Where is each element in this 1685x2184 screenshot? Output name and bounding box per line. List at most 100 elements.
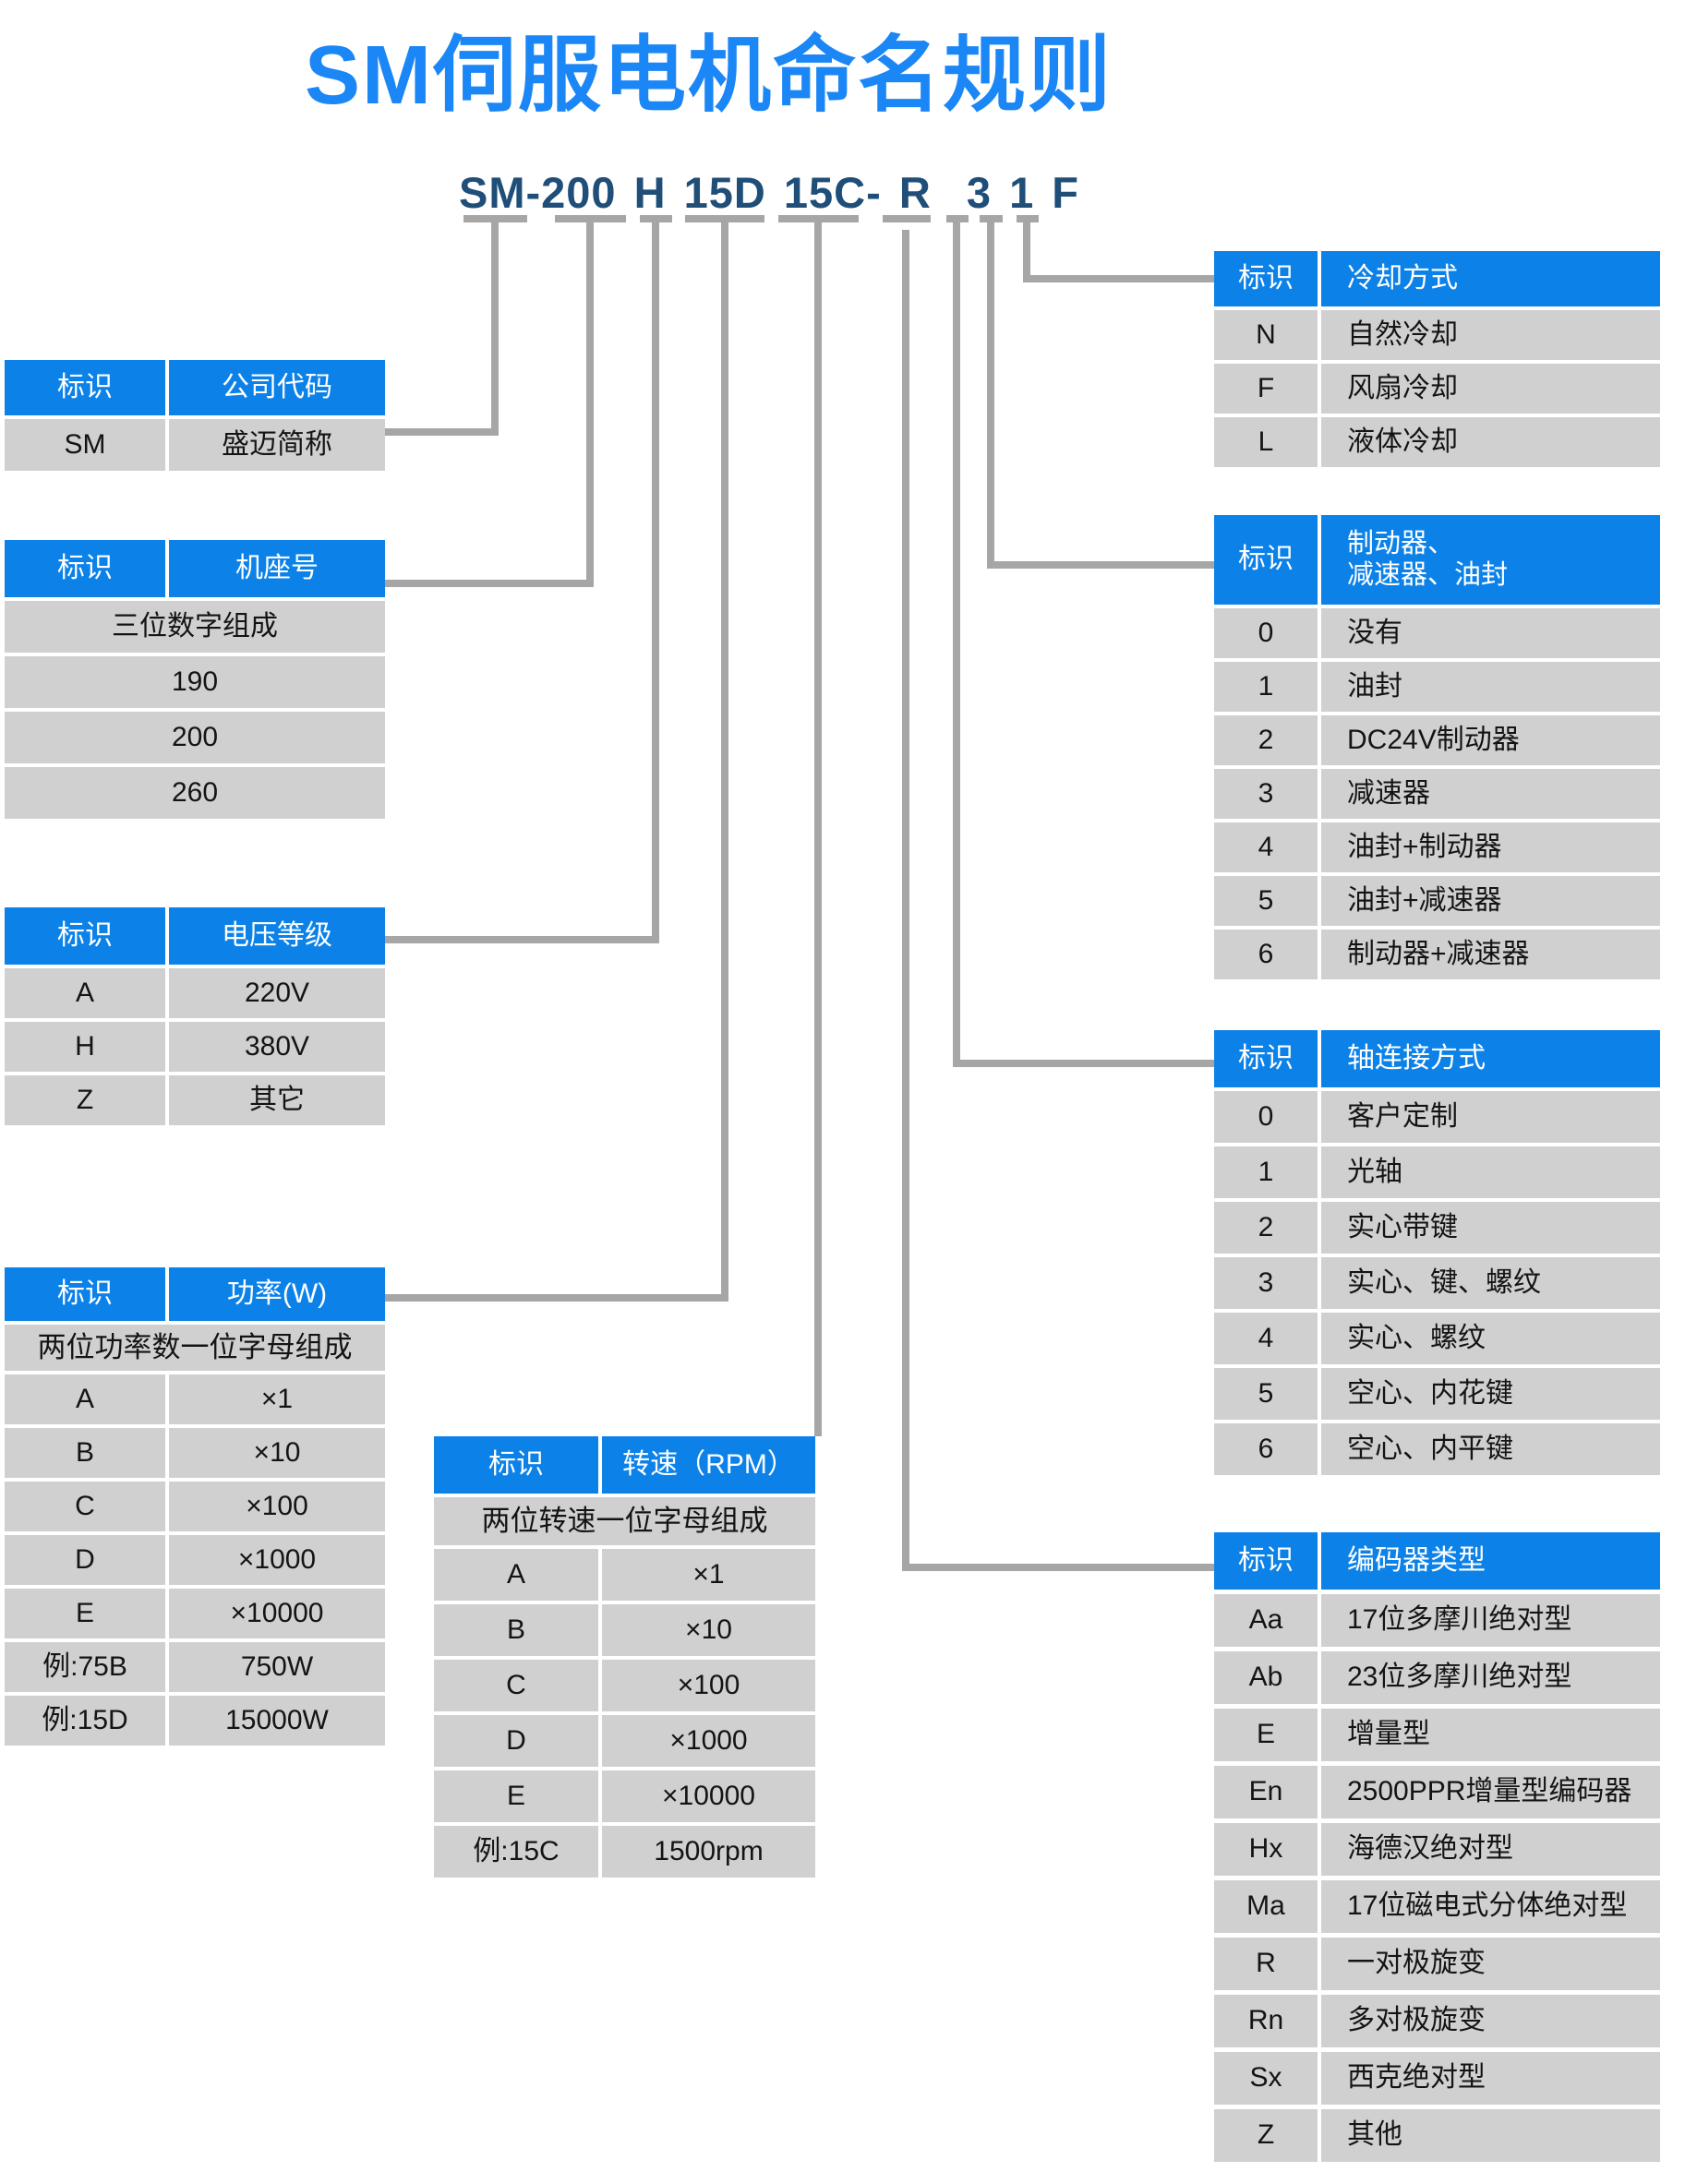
table-id-cell: A bbox=[5, 968, 165, 1018]
table-id-cell: 3 bbox=[1214, 769, 1318, 819]
table-header-value-cell: 功率(W) bbox=[169, 1267, 385, 1321]
table-id-cell: N bbox=[1214, 310, 1318, 360]
table-value-cell: 17位磁电式分体绝对型 bbox=[1321, 1880, 1660, 1933]
table-note-row: 两位功率数一位字母组成 bbox=[5, 1325, 385, 1371]
table-row: 三位数字组成 bbox=[5, 601, 385, 653]
table-header-id-cell: 标识 bbox=[1214, 1030, 1318, 1087]
table-value-cell: 220V bbox=[169, 968, 385, 1018]
table-header-id-cell: 标识 bbox=[5, 540, 165, 597]
table-id-cell: Z bbox=[1214, 2109, 1318, 2162]
table-header-value-cell: 电压等级 bbox=[169, 907, 385, 965]
table-row: A×1 bbox=[5, 1374, 385, 1424]
table-value-cell: ×10 bbox=[602, 1604, 815, 1656]
table-value-cell: 没有 bbox=[1321, 608, 1660, 658]
connector-line bbox=[385, 936, 659, 943]
table-value-cell: DC24V制动器 bbox=[1321, 715, 1660, 765]
table-value-cell: 实心、键、螺纹 bbox=[1321, 1257, 1660, 1309]
table-id-cell: 例:75B bbox=[5, 1642, 165, 1692]
table-value-cell: 多对极旋变 bbox=[1321, 1995, 1660, 2047]
table-id-cell: Ma bbox=[1214, 1880, 1318, 1933]
table-row: E×10000 bbox=[434, 1770, 815, 1822]
table-row: C×100 bbox=[5, 1482, 385, 1531]
connector-line bbox=[953, 215, 960, 1067]
table-value-cell: 油封+减速器 bbox=[1321, 876, 1660, 926]
table-value-cell: 实心带键 bbox=[1321, 1202, 1660, 1254]
table-header-value-cell: 编码器类型 bbox=[1321, 1532, 1660, 1590]
table-value-cell: 客户定制 bbox=[1321, 1091, 1660, 1143]
table-value-cell: ×10000 bbox=[169, 1589, 385, 1638]
table-value-cell: 油封 bbox=[1321, 662, 1660, 712]
connector-line bbox=[385, 428, 499, 436]
table-id-cell: 2 bbox=[1214, 1202, 1318, 1254]
table-row: 190 bbox=[5, 656, 385, 708]
table-id-cell: R bbox=[1214, 1938, 1318, 1990]
table-row: 260 bbox=[5, 767, 385, 819]
table-row: 200 bbox=[5, 712, 385, 763]
table-header-row: 标识编码器类型 bbox=[1214, 1532, 1660, 1590]
table-header-value-cell: 轴连接方式 bbox=[1321, 1030, 1660, 1087]
table-value-cell: 盛迈简称 bbox=[169, 419, 385, 471]
table-value-cell: 空心、内平键 bbox=[1321, 1423, 1660, 1475]
table-id-cell: Rn bbox=[1214, 1995, 1318, 2047]
table-header-id-cell: 标识 bbox=[5, 360, 165, 415]
table-row: C×100 bbox=[434, 1660, 815, 1711]
table-value-cell: ×100 bbox=[169, 1482, 385, 1531]
table-value-cell: 2500PPR增量型编码器 bbox=[1321, 1766, 1660, 1818]
table-header-value-cell: 机座号 bbox=[169, 540, 385, 597]
connector-line bbox=[491, 215, 499, 436]
table-header-row: 标识公司代码 bbox=[5, 360, 385, 415]
table-id-cell: 6 bbox=[1214, 1423, 1318, 1475]
table-value-cell: 光轴 bbox=[1321, 1146, 1660, 1198]
table-value-cell: ×1 bbox=[169, 1374, 385, 1424]
table-value-cell: 制动器+减速器 bbox=[1321, 930, 1660, 979]
table-value-cell: 其它 bbox=[169, 1075, 385, 1125]
table-id-cell: 4 bbox=[1214, 1313, 1318, 1364]
table-id-cell: Ab bbox=[1214, 1651, 1318, 1704]
table-id-cell: 2 bbox=[1214, 715, 1318, 765]
table-value-cell: ×1000 bbox=[602, 1715, 815, 1767]
table-value-cell: ×1000 bbox=[169, 1535, 385, 1585]
table-row: A×1 bbox=[434, 1549, 815, 1601]
connector-line bbox=[883, 215, 931, 222]
table-header-value-cell: 公司代码 bbox=[169, 360, 385, 415]
table-id-cell: En bbox=[1214, 1766, 1318, 1818]
page-title: SM伺服电机命名规则 bbox=[305, 30, 1113, 122]
table-id-cell: SM bbox=[5, 419, 165, 471]
connector-line bbox=[1023, 215, 1030, 282]
table-header-row: 标识电压等级 bbox=[5, 907, 385, 965]
table-value-cell: 17位多摩川绝对型 bbox=[1321, 1594, 1660, 1647]
table-id-cell: B bbox=[5, 1428, 165, 1478]
table-note-row: 两位转速一位字母组成 bbox=[434, 1497, 815, 1545]
table-value-cell: 23位多摩川绝对型 bbox=[1321, 1651, 1660, 1704]
table-header-row: 标识轴连接方式 bbox=[1214, 1030, 1660, 1087]
table-note-cell: 两位功率数一位字母组成 bbox=[5, 1325, 385, 1371]
table-id-cell: 3 bbox=[1214, 1257, 1318, 1309]
table-id-cell: D bbox=[5, 1535, 165, 1585]
table-id-cell: 4 bbox=[1214, 822, 1318, 872]
table-value-cell: 减速器 bbox=[1321, 769, 1660, 819]
table-row: D×1000 bbox=[5, 1535, 385, 1585]
